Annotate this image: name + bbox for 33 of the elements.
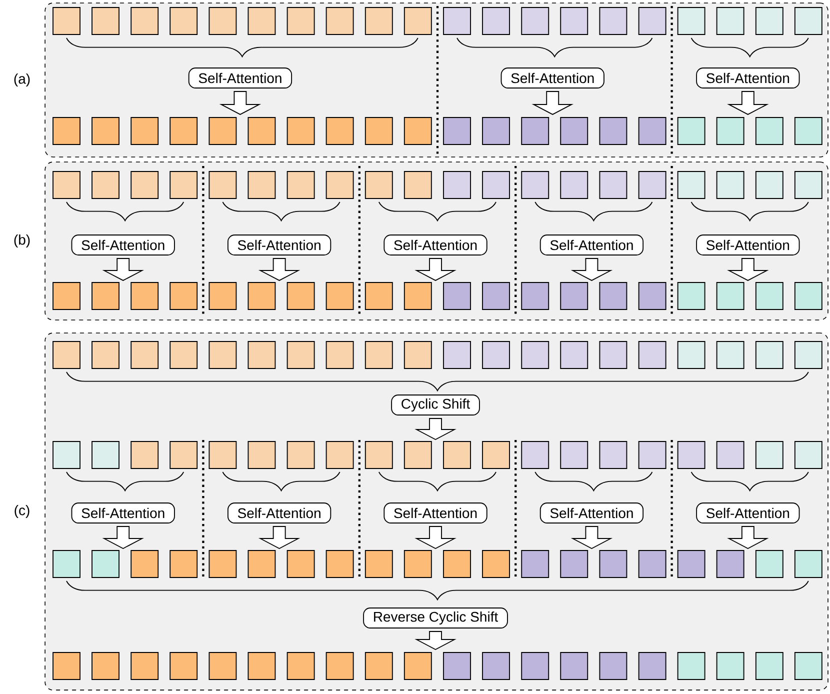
block-arrow: [414, 258, 456, 281]
process-box: Self-Attention: [696, 234, 800, 256]
process-box: Self-Attention: [500, 68, 604, 88]
node-label: (a): [14, 73, 30, 87]
block-arrow: [727, 526, 769, 549]
process-box: Reverse Cyclic Shift: [363, 608, 508, 628]
process-box: Self-Attention: [540, 502, 644, 524]
block-arrow: [102, 526, 144, 549]
process-box: Cyclic Shift: [391, 394, 480, 416]
block-arrow: [570, 258, 613, 281]
block-arrow: [102, 258, 144, 281]
block-arrow: [414, 526, 456, 549]
process-box: Self-Attention: [540, 234, 644, 256]
node-label: (c): [14, 504, 30, 518]
process-box: Self-Attention: [384, 234, 488, 256]
block-arrow: [727, 258, 769, 281]
process-box: Self-Attention: [384, 502, 488, 524]
process-box: Self-Attention: [696, 502, 800, 524]
node-label: (b): [14, 234, 30, 248]
block-arrow: [570, 526, 613, 549]
process-box: Self-Attention: [696, 68, 800, 88]
block-arrow: [219, 91, 262, 115]
process-box: Self-Attention: [71, 234, 175, 256]
process-box: Self-Attention: [227, 234, 332, 256]
process-box: Self-Attention: [227, 502, 332, 524]
block-arrow: [727, 91, 769, 115]
process-box: Self-Attention: [71, 502, 175, 524]
process-box: Self-Attention: [188, 68, 292, 88]
block-arrow: [414, 631, 456, 650]
block-arrow: [532, 91, 574, 115]
block-arrow: [414, 418, 456, 440]
block-arrow: [258, 258, 300, 281]
block-arrow: [258, 526, 300, 549]
